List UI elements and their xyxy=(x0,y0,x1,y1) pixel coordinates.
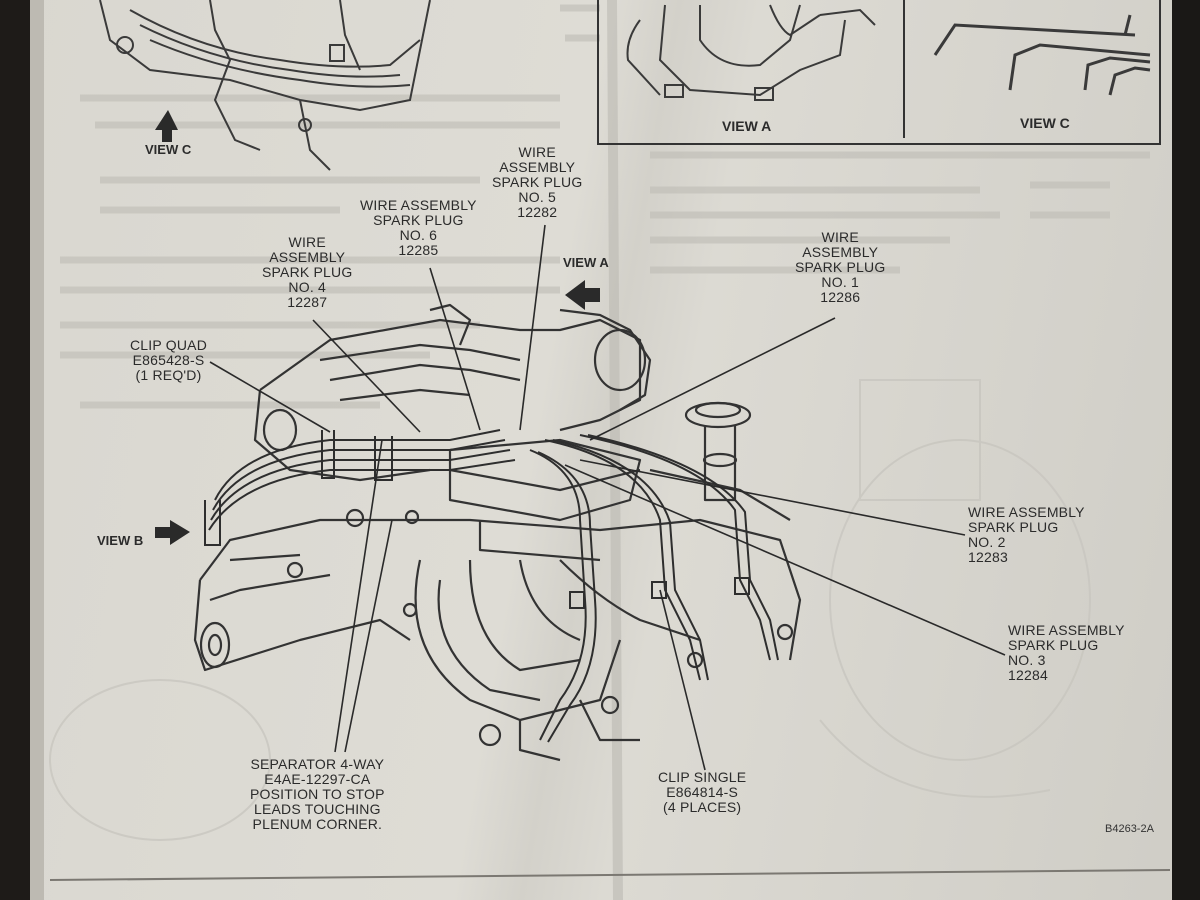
view-c-drawing xyxy=(933,14,1151,96)
callout-wire-no5: WIRE ASSEMBLY SPARK PLUG NO. 5 12282 xyxy=(492,144,583,220)
ghost-drawing xyxy=(49,379,1091,841)
inset-views-box xyxy=(597,0,1161,145)
callout-wire-no1: WIRE ASSEMBLY SPARK PLUG NO. 1 12286 xyxy=(795,229,886,305)
left-page-edge xyxy=(0,0,30,900)
page-stack-edge xyxy=(30,0,44,900)
plug-wire-bundle xyxy=(204,429,516,546)
inset-view-c-label: VIEW C xyxy=(1020,115,1070,131)
callout-clip-single: CLIP SINGLE E864814-S (4 PLACES) xyxy=(658,769,747,815)
view-c-arrow xyxy=(155,110,178,142)
top-engine-drawing xyxy=(99,0,431,171)
callout-wire-no2: WIRE ASSEMBLY SPARK PLUG NO. 2 12283 xyxy=(968,504,1085,565)
view-a-arrow xyxy=(565,280,600,310)
view-b-arrow xyxy=(155,520,190,545)
callout-wire-no3: WIRE ASSEMBLY SPARK PLUG NO. 3 12284 xyxy=(1008,622,1125,683)
right-page-edge xyxy=(1172,0,1200,900)
plug-wire-right xyxy=(529,434,779,743)
callout-wire-no4: WIRE ASSEMBLY SPARK PLUG NO. 4 12287 xyxy=(262,234,353,310)
engine-outline xyxy=(193,303,802,762)
callout-separator: SEPARATOR 4-WAY E4AE-12297-CA POSITION T… xyxy=(250,756,385,832)
view-c-marker: VIEW C xyxy=(145,142,192,157)
view-a-marker: VIEW A xyxy=(563,255,609,270)
figure-id: B4263-2A xyxy=(1105,823,1154,835)
callout-wire-no6: WIRE ASSEMBLY SPARK PLUG NO. 6 12285 xyxy=(360,197,477,258)
inset-view-a-label: VIEW A xyxy=(722,118,772,134)
leader-lines xyxy=(209,224,1006,771)
page-bottom-edge xyxy=(49,869,1171,881)
callout-clip-quad: CLIP QUAD E865428-S (1 REQ'D) xyxy=(130,337,208,383)
view-arrows xyxy=(155,110,600,545)
view-b-marker: VIEW B xyxy=(97,533,144,548)
view-a-drawing xyxy=(626,4,876,101)
page-fold xyxy=(607,0,623,900)
bleed-through-text xyxy=(60,4,1150,409)
